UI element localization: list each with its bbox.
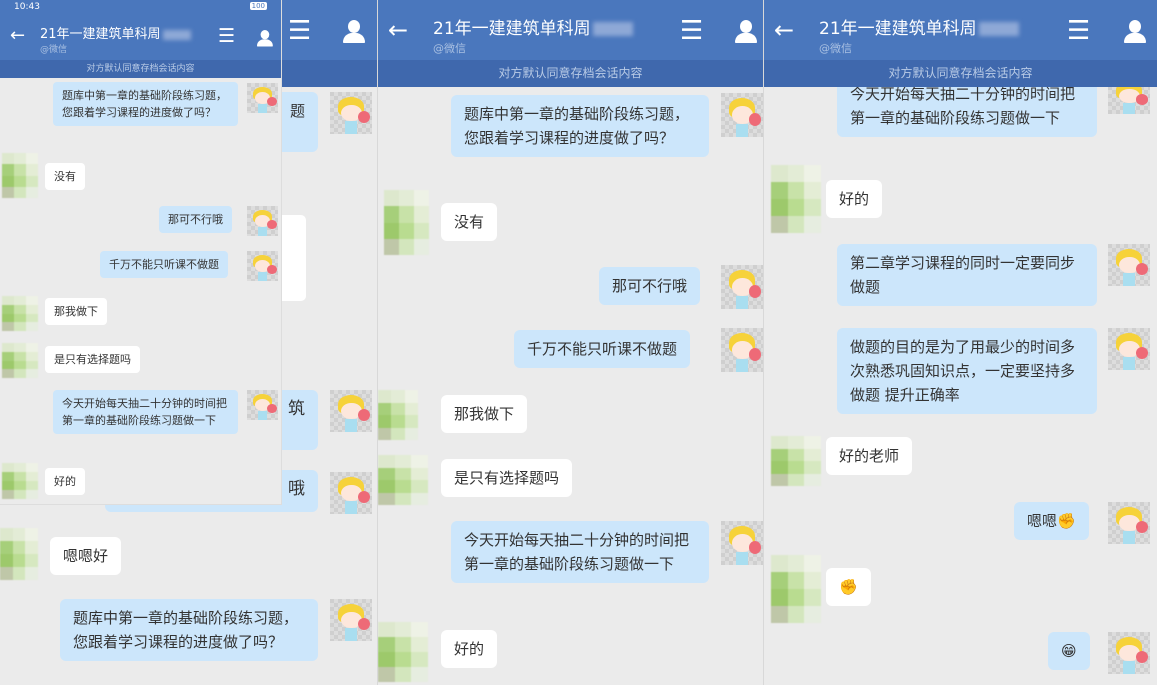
status-bar: 10:43 100 (0, 0, 281, 15)
teacher-avatar (1108, 632, 1150, 674)
message-bubble: ✊ (826, 568, 871, 606)
menu-icon[interactable]: ☰ (288, 16, 312, 46)
student-avatar (771, 165, 821, 233)
message-bubble: 是只有选择题吗 (45, 346, 140, 373)
student-avatar (378, 390, 418, 440)
overlap-fragment (282, 215, 306, 301)
student-avatar (771, 555, 821, 623)
status-time: 10:43 (14, 2, 40, 12)
message-bubble: 题库中第一章的基础阶段练习题，您跟着学习课程的进度做了吗？ (60, 599, 318, 661)
message-bubble: 嗯嗯✊ (1014, 502, 1089, 540)
message-bubble: 那可不行哦 (159, 206, 232, 233)
student-avatar (378, 622, 428, 682)
message-bubble: 没有 (441, 203, 498, 241)
notice-bar: 对方默认同意存档会话内容 (764, 60, 1157, 87)
teacher-avatar (247, 390, 278, 420)
message-bubble: 题库中第一章的基础阶段练习题，您跟着学习课程的进度做了吗？ (53, 82, 238, 126)
student-avatar (2, 463, 38, 499)
chat-subtitle: @微信 (819, 42, 852, 55)
teacher-avatar (721, 521, 763, 565)
message-bubble: 好的 (45, 468, 85, 495)
back-arrow-icon[interactable]: ← (774, 16, 795, 44)
message-text: 题 (289, 102, 305, 120)
chat-panel-2: ← 21年一建建筑单科周 @微信 ☰ 对方默认同意存档会话内容 题库中第一章的基… (377, 0, 763, 685)
message-text: 筑 (288, 399, 305, 419)
message-bubble: 千万不能只听课不做题 (514, 330, 691, 368)
chat-title: 21年一建建筑单科周 (819, 14, 1019, 39)
teacher-avatar (247, 251, 278, 281)
chat-header: ← 21年一建建筑单科周 @微信 ☰ (378, 0, 763, 60)
teacher-avatar (1108, 328, 1150, 370)
chat-title: 21年一建建筑单科周 (40, 23, 191, 42)
message-bubble: 千万不能只听课不做题 (100, 251, 228, 278)
teacher-avatar (330, 390, 372, 432)
message-bubble: 题库中第一章的基础阶段练习题，您跟着学习课程的进度做了吗？ (451, 95, 709, 157)
teacher-avatar (721, 93, 763, 137)
student-avatar (771, 436, 821, 486)
message-text: 嗯嗯 (1027, 512, 1058, 530)
student-avatar (384, 190, 429, 255)
inset-screenshot: 10:43 100 ← 21年一建建筑单科周 @微信 ☰ 对方默认同意存档会话内容… (0, 0, 282, 505)
back-arrow-icon[interactable]: ← (388, 16, 409, 44)
student-avatar (2, 153, 38, 198)
teacher-avatar (721, 328, 763, 372)
teacher-avatar (330, 92, 372, 134)
student-avatar (378, 455, 428, 505)
message-bubble: 好的 (826, 180, 883, 218)
message-bubble: 😁 (1048, 632, 1090, 670)
chat-header: ← 21年一建建筑单科周 @微信 ☰ (764, 0, 1157, 60)
chat-subtitle: @微信 (433, 42, 466, 55)
message-bubble: 做题的目的是为了用最少的时间多次熟悉巩固知识点，一定要坚持多做题 提升正确率 (837, 328, 1097, 414)
fist-emoji-icon: ✊ (1057, 512, 1076, 530)
teacher-avatar (330, 472, 372, 514)
chat-header: ← 21年一建建筑单科周 @微信 ☰ (0, 15, 281, 60)
student-avatar (2, 296, 38, 331)
message-text: 哦 (288, 479, 305, 499)
chat-title: 21年一建建筑单科周 (433, 14, 633, 39)
menu-icon[interactable]: ☰ (680, 16, 704, 46)
battery-indicator: 100 (249, 2, 267, 10)
user-icon[interactable] (343, 20, 365, 44)
notice-bar: 对方默认同意存档会话内容 (378, 60, 763, 87)
message-bubble: 今天开始每天抽二十分钟的时间把第一章的基础阶段练习题做一下 (53, 390, 238, 434)
notice-bar: 对方默认同意存档会话内容 (0, 60, 281, 78)
user-icon[interactable] (257, 30, 273, 47)
grin-emoji-icon: 😁 (1061, 642, 1077, 660)
teacher-avatar (247, 83, 278, 113)
student-avatar (2, 343, 38, 378)
student-avatar (0, 528, 38, 580)
menu-icon[interactable]: ☰ (1067, 16, 1091, 46)
back-arrow-icon[interactable]: ← (10, 25, 26, 46)
message-bubble: 没有 (45, 163, 85, 190)
message-bubble: 那可不行哦 (599, 267, 701, 305)
menu-icon[interactable]: ☰ (218, 25, 236, 47)
message-bubble: 那我做下 (45, 298, 107, 325)
message-bubble: 嗯嗯好 (50, 537, 122, 575)
teacher-avatar (1108, 502, 1150, 544)
message-bubble: 第二章学习课程的同时一定要同步做题 (837, 244, 1097, 306)
chat-panel-3: 今天开始每天抽二十分钟的时间把第一章的基础阶段练习题做一下 ← 21年一建建筑单… (763, 0, 1157, 685)
user-icon[interactable] (1124, 20, 1146, 44)
chat-panel-1: ☰ 题 筑 哦 嗯嗯好 题库中第一章的基础阶段练习题，您跟着学习课程的进度做了吗… (0, 0, 377, 685)
teacher-avatar (330, 599, 372, 641)
user-icon[interactable] (735, 20, 757, 44)
message-bubble: 是只有选择题吗 (441, 459, 573, 497)
fist-emoji-icon: ✊ (839, 578, 858, 596)
message-bubble: 今天开始每天抽二十分钟的时间把第一章的基础阶段练习题做一下 (451, 521, 709, 583)
teacher-avatar (247, 206, 278, 236)
chat-subtitle: @微信 (40, 45, 68, 55)
message-bubble: 那我做下 (441, 395, 528, 433)
teacher-avatar (1108, 244, 1150, 286)
message-bubble: 好的老师 (826, 437, 913, 475)
message-bubble: 好的 (441, 630, 498, 668)
teacher-avatar (721, 265, 763, 309)
